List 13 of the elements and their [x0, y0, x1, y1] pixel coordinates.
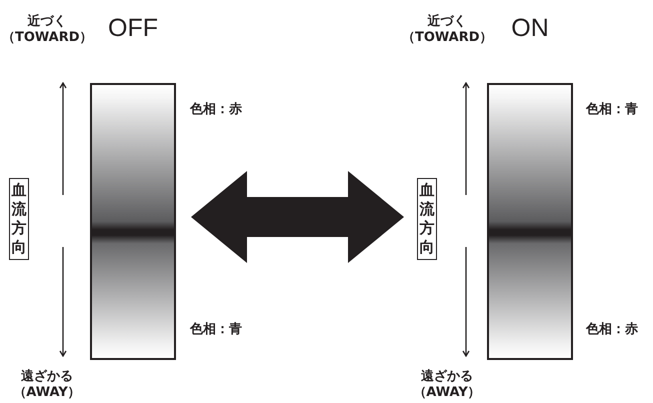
hue-label: 色相：青	[190, 321, 242, 338]
text-box: 血流方向	[9, 178, 29, 260]
direction-label: 近づく（TOWARD）	[402, 14, 492, 46]
double-arrow	[191, 171, 404, 263]
panel-title: OFF	[107, 14, 159, 43]
panel-title: ON	[510, 14, 550, 43]
direction-label: 遠ざかる（AWAY）	[412, 369, 482, 401]
text-box: 血流方向	[417, 178, 437, 260]
hue-label: 色相：赤	[586, 321, 638, 338]
direction-label: 近づく（TOWARD）	[2, 14, 92, 46]
direction-label: 遠ざかる（AWAY）	[12, 369, 82, 401]
hue-label: 色相：赤	[190, 101, 242, 118]
hue-label: 色相：青	[586, 101, 638, 118]
